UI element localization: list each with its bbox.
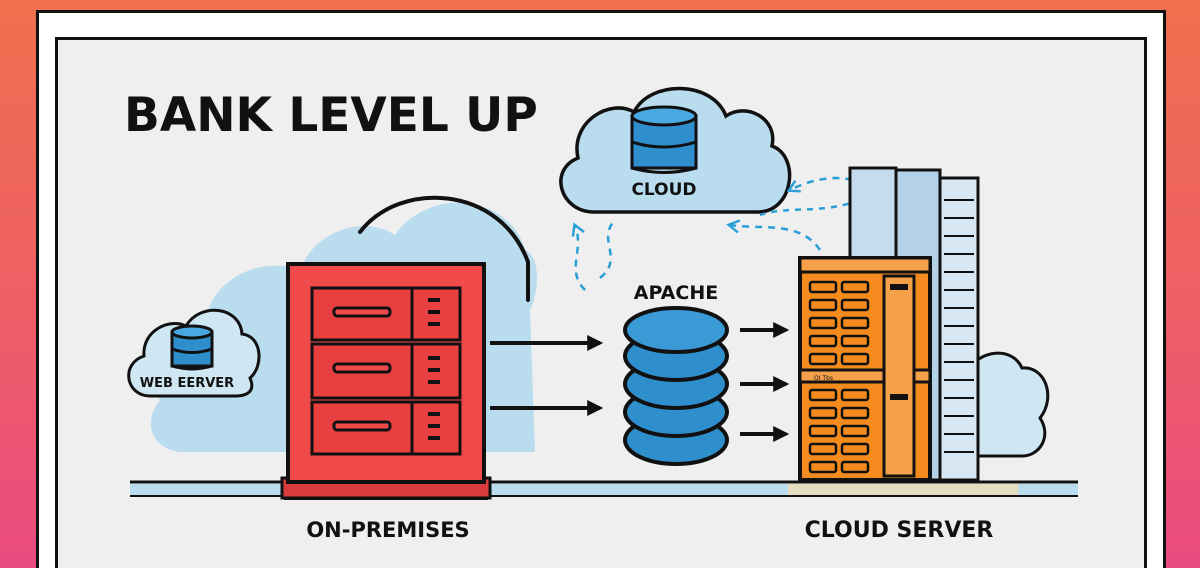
dashed-arrow-apache-cloud-2	[599, 219, 616, 279]
on-premises-label: ON-PREMISES	[306, 518, 469, 542]
dashed-arrow-server-cloud	[786, 176, 882, 206]
apache-label: APACHE	[634, 282, 718, 304]
cloud-server-orange: OI Tbs	[798, 256, 932, 482]
dashed-arrow-apache-cloud-1	[571, 222, 586, 291]
on-premises-server	[280, 262, 492, 500]
server-unit-label: OI Tbs	[814, 375, 833, 382]
diagram-title: BANK LEVEL UP	[124, 88, 538, 143]
server-drive-1	[310, 286, 462, 342]
top-cloud: CLOUD	[559, 86, 792, 214]
server-drive-3	[310, 400, 462, 456]
server-drive-2	[310, 342, 462, 400]
cloud-server-side-cloud	[966, 351, 1050, 458]
cloud-label: CLOUD	[631, 180, 696, 200]
dashed-arrow-server-cloud-2	[759, 198, 861, 217]
web-server-database-icon	[170, 324, 214, 371]
on-premises-cloud-outline	[358, 195, 530, 302]
dashed-arrow-server-cloud-3	[726, 219, 822, 251]
apache-database-stack	[623, 306, 729, 466]
web-server-cloud: WEB EERVER	[127, 308, 261, 398]
ground-strip-server	[788, 484, 1018, 496]
cloud-server-label: CLOUD SERVER	[805, 518, 994, 543]
web-server-label: WEB EERVER	[140, 376, 234, 391]
cloud-database-icon	[630, 105, 698, 174]
